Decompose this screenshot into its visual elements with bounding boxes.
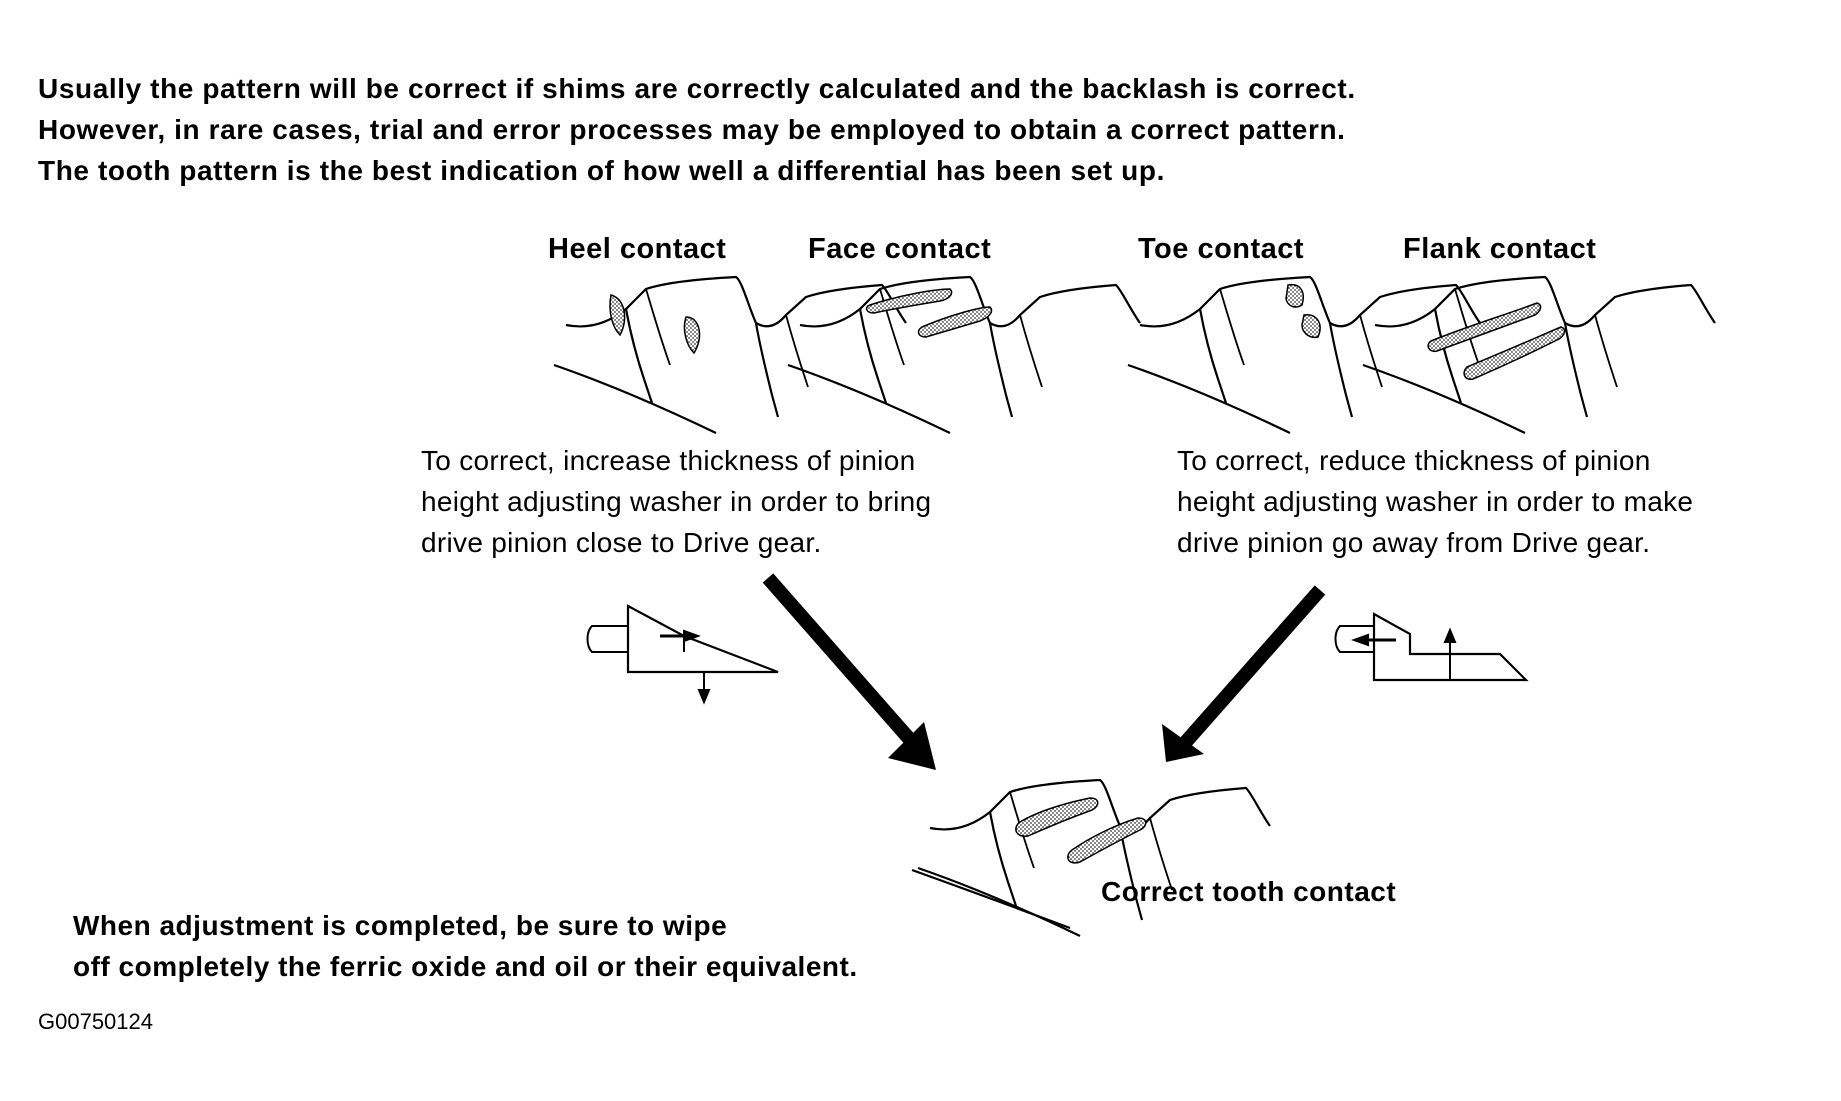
arrow-to-correct-left-icon	[762, 573, 936, 770]
toe-contact-label: Toe contact	[1138, 233, 1305, 265]
face-contact-gear-icon	[786, 275, 1142, 435]
correct-contact-gear-icon	[911, 778, 1272, 938]
reduce-line-3: drive pinion go away from Drive gear.	[1177, 527, 1651, 558]
final-note-line-1: When adjustment is completed, be sure to…	[73, 910, 728, 941]
correct-contact-label: Correct tooth contact	[1101, 876, 1397, 907]
pinion-away-gear-icon	[1334, 612, 1529, 682]
heel-contact-label: Heel contact	[548, 233, 727, 265]
final-note: When adjustment is completed, be sure to…	[73, 905, 858, 987]
intro-text: Usually the pattern will be correct if s…	[38, 68, 1356, 191]
toe-contact-gear-icon	[1126, 275, 1482, 435]
increase-line-1: To correct, increase thickness of pinion	[421, 445, 916, 476]
increase-line-2: height adjusting washer in order to brin…	[421, 486, 932, 517]
flank-contact-label: Flank contact	[1403, 233, 1597, 265]
figure-code: G00750124	[38, 1009, 153, 1034]
intro-line-1: Usually the pattern will be correct if s…	[38, 73, 1356, 104]
increase-line-3: drive pinion close to Drive gear.	[421, 527, 822, 558]
reduce-correction-text: To correct, reduce thickness of pinion h…	[1177, 440, 1693, 563]
reduce-line-2: height adjusting washer in order to make	[1177, 486, 1694, 517]
final-note-line-2: off completely the ferric oxide and oil …	[73, 951, 858, 982]
heel-contact-gear-icon	[552, 275, 908, 435]
reduce-line-1: To correct, reduce thickness of pinion	[1177, 445, 1651, 476]
pinion-toward-gear-icon	[586, 604, 779, 705]
flank-contact-gear-icon	[1361, 275, 1717, 435]
face-contact-label: Face contact	[808, 233, 992, 265]
intro-line-2: However, in rare cases, trial and error …	[38, 114, 1346, 145]
increase-correction-text: To correct, increase thickness of pinion…	[421, 440, 931, 563]
arrow-to-correct-right-icon	[1162, 585, 1326, 762]
intro-line-3: The tooth pattern is the best indication…	[38, 155, 1165, 186]
